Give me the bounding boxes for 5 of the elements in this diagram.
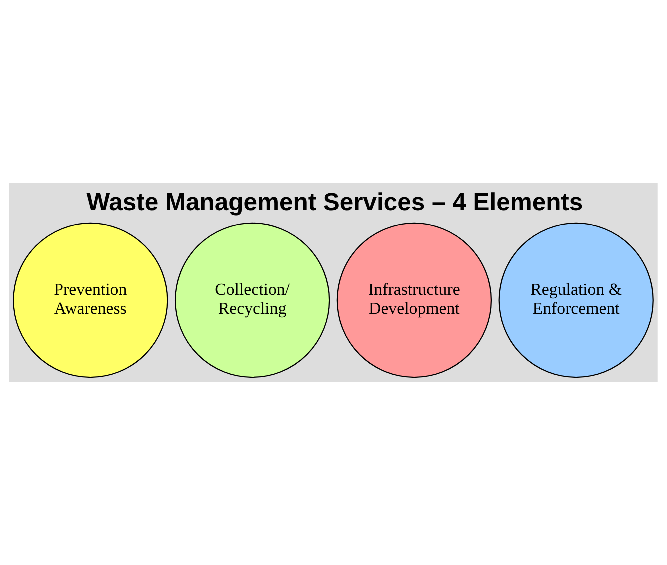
diagram-title: Waste Management Services – 4 Elements [86, 190, 584, 217]
node-circle: Infrastructure Development [336, 222, 492, 378]
node-circle: Collection/ Recycling [174, 222, 330, 378]
node-circle: Prevention Awareness [13, 222, 168, 378]
node-circle: Regulation & Enforcement [498, 222, 654, 378]
